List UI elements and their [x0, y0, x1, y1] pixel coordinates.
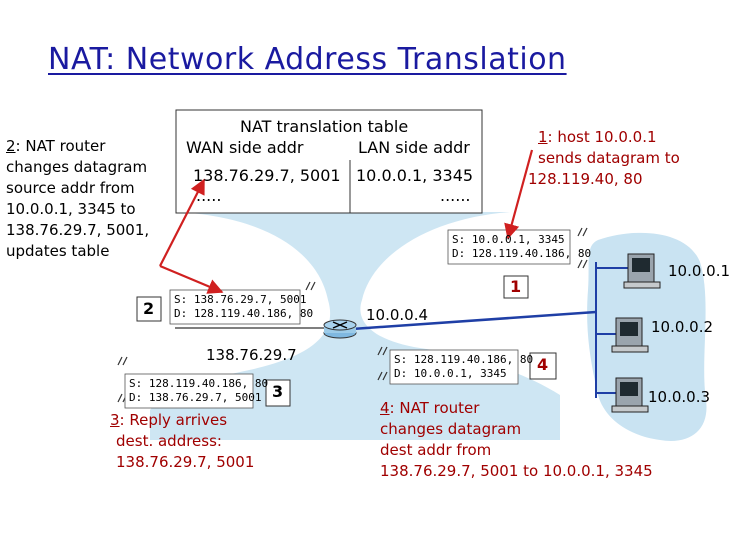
step1-note: 1: host 10.0.0.1 sends datagram to 128.1… [528, 127, 680, 190]
nat-table-ellipsis-lan: ...... [440, 186, 471, 205]
arrow-step2-to-table [159, 178, 205, 267]
arrow-step2-to-packet [159, 264, 224, 294]
packet-4-box [389, 349, 519, 385]
step-badge-1-text: 1 [510, 277, 522, 296]
host1-address: 10.0.0.1 [668, 262, 730, 280]
step2-line3: source addr from [6, 179, 135, 197]
nat-table-row-lan: 10.0.0.1, 3345 [356, 166, 474, 185]
step4-note: 4: NAT router changes datagram dest addr… [380, 398, 653, 482]
link-break-marks [117, 227, 588, 403]
step-badge-3 [265, 379, 291, 407]
step2-note: 2: NAT router changes datagram source ad… [6, 136, 149, 262]
page-title: NAT: Network Address Translation [48, 42, 567, 77]
arrow-step1-to-packet [504, 149, 534, 240]
nat-table-heading: NAT translation table [240, 117, 409, 136]
step1-num: 1 [538, 128, 548, 146]
packet-1: S: 10.0.0.1, 3345 D: 128.119.40.186, 80 [452, 233, 591, 261]
step2-line5: 138.76.29.7, 5001, [6, 221, 150, 239]
step3-num: 3 [110, 411, 120, 429]
step4-num: 4 [380, 399, 390, 417]
packet-2-src: S: 138.76.29.7, 5001 [174, 293, 307, 306]
packet-1-dst: D: 128.119.40.186, 80 [452, 247, 592, 260]
host3-address: 10.0.0.3 [648, 388, 711, 406]
step2-label: : NAT router [15, 137, 106, 155]
packet-2-box [169, 289, 301, 325]
packet-4-src: S: 128.119.40.186, 80 [394, 353, 534, 366]
packet-1-src: S: 10.0.0.1, 3345 [452, 233, 565, 246]
router-icon [323, 319, 357, 339]
step-badge-3-text: 3 [272, 382, 284, 401]
nat-table-col-lan: LAN side addr [358, 138, 470, 157]
desktop-computer-icon [623, 253, 661, 289]
router-lan-address: 10.0.0.4 [366, 306, 429, 324]
step4-line2: changes datagram [380, 420, 522, 438]
packet-3-src: S: 128.119.40.186, 80 [129, 377, 269, 390]
step3-line3: 138.76.29.7, 5001 [116, 453, 255, 471]
packet-2: S: 138.76.29.7, 5001 D: 128.119.40.186, … [174, 293, 313, 321]
step2-line6: updates table [6, 242, 110, 260]
packet-4: S: 128.119.40.186, 80 D: 10.0.0.1, 3345 [394, 353, 533, 381]
packet-2-dst: D: 128.119.40.186, 80 [174, 307, 314, 320]
step1-label: : host 10.0.0.1 [547, 128, 657, 146]
step-badge-2 [136, 296, 162, 322]
step1-line3: 128.119.40, 80 [528, 170, 643, 188]
step-badge-1 [503, 275, 529, 299]
step1-line2: sends datagram to [538, 149, 680, 167]
step3-note: 3: Reply arrives dest. address: 138.76.2… [110, 410, 254, 473]
nat-table-row-wan: 138.76.29.7, 5001 [193, 166, 341, 185]
nat-translation-table [175, 109, 483, 214]
step2-line2: changes datagram [6, 158, 148, 176]
router-lan-link [351, 310, 597, 331]
step3-label: : Reply arrives [119, 411, 228, 429]
step2-line4: 10.0.0.1, 3345 to [6, 200, 136, 218]
packet-3: S: 128.119.40.186, 80 D: 138.76.29.7, 50… [129, 377, 268, 405]
packet-3-box [124, 373, 254, 409]
packet-4-dst: D: 10.0.0.1, 3345 [394, 367, 507, 380]
step3-line2: dest. address: [116, 432, 222, 450]
host2-address: 10.0.0.2 [651, 318, 714, 336]
step2-num: 2 [6, 137, 16, 155]
step4-label: : NAT router [389, 399, 480, 417]
packet-3-dst: D: 138.76.29.7, 5001 [129, 391, 262, 404]
step4-line3: dest addr from [380, 441, 492, 459]
step-badge-2-text: 2 [143, 299, 155, 318]
router-wan-address: 138.76.29.7 [206, 346, 297, 364]
step-badge-4-text: 4 [537, 355, 549, 374]
nat-table-ellipsis-wan: ..... [196, 186, 222, 205]
desktop-computer-icon [611, 317, 649, 353]
desktop-computer-icon [611, 377, 649, 413]
nat-table-col-wan: WAN side addr [186, 138, 304, 157]
step4-line4: 138.76.29.7, 5001 to 10.0.0.1, 3345 [380, 462, 653, 480]
step-badge-4 [529, 352, 557, 380]
